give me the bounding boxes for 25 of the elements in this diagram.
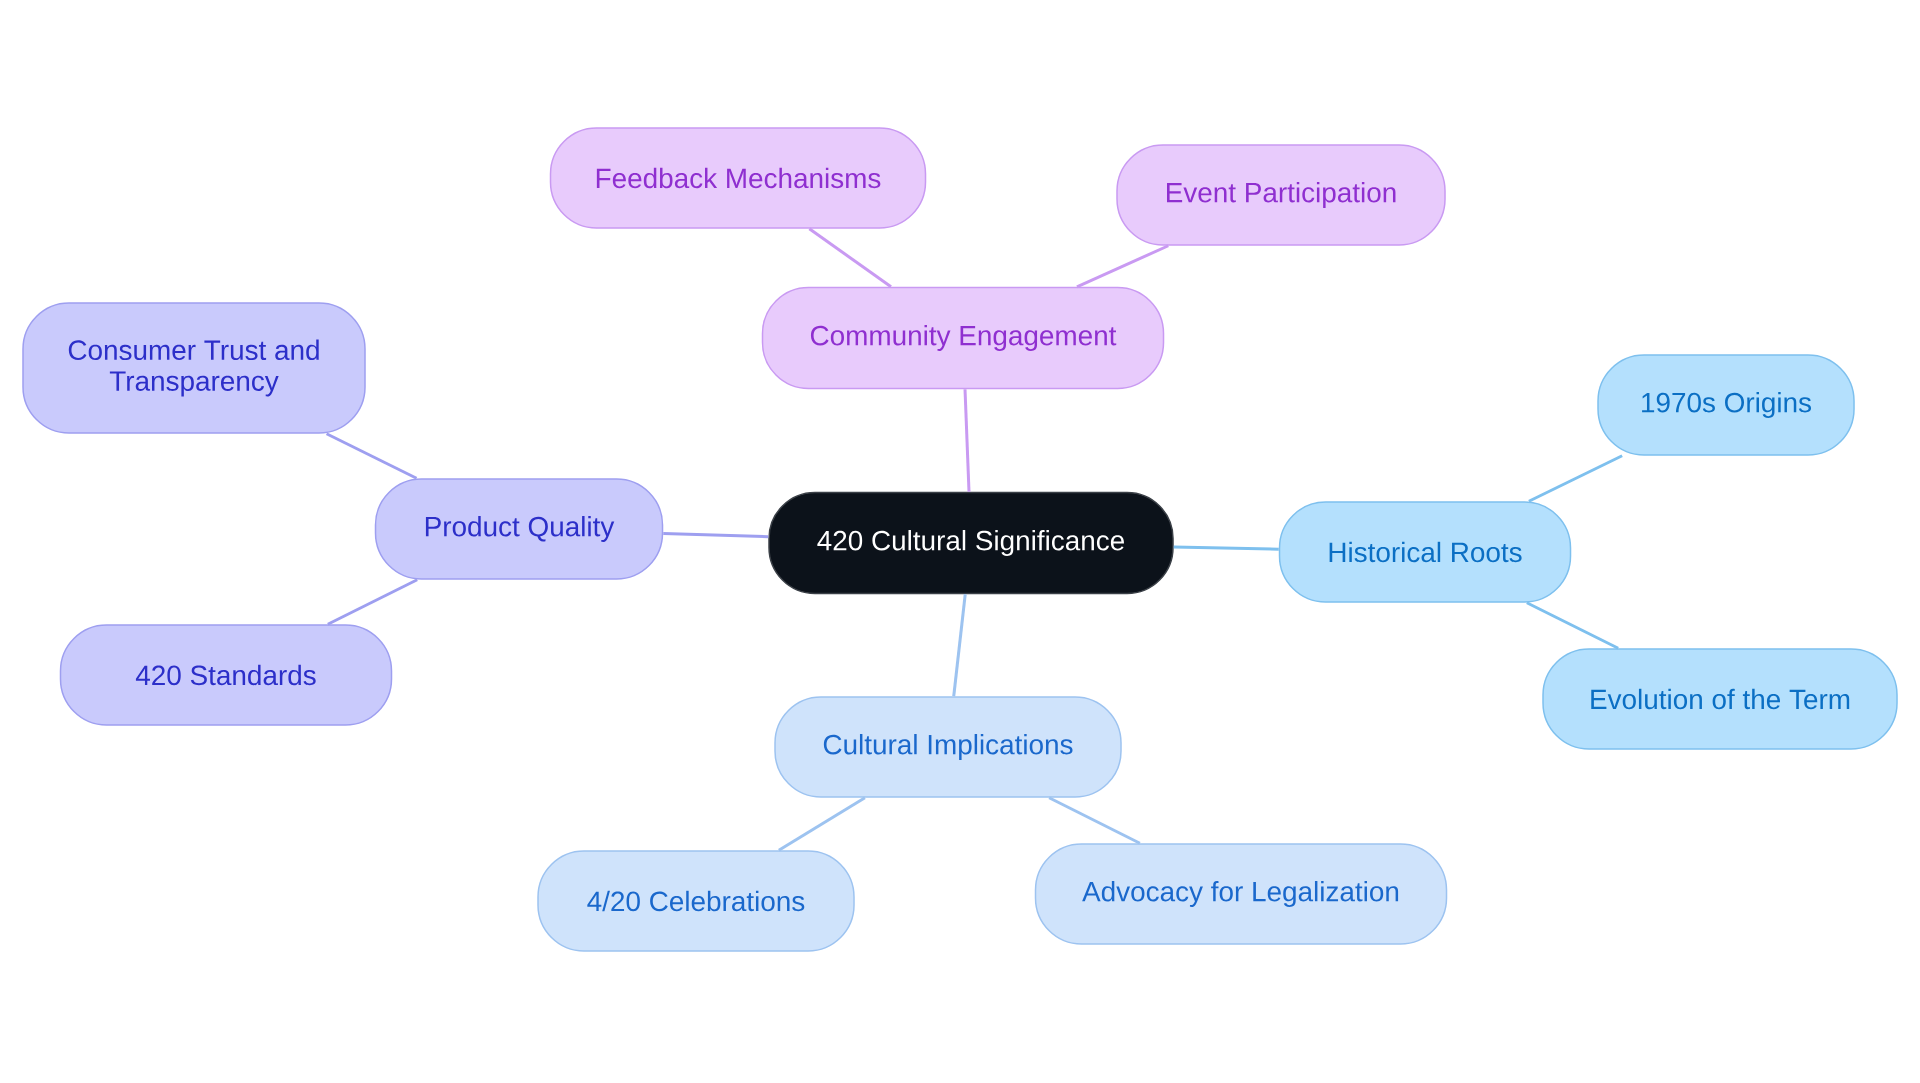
connector-line	[325, 432, 418, 480]
subtopic: 1970s Origins	[1597, 354, 1855, 456]
branch-topic: Product Quality	[374, 478, 664, 580]
subtopic: Event Participation	[1116, 144, 1446, 246]
subtopic: 420 Standards	[59, 624, 393, 726]
subtopic: Evolution of the Term	[1542, 648, 1898, 750]
connector-line	[1528, 454, 1623, 503]
connector-line	[808, 227, 892, 288]
subtopic: Feedback Mechanisms	[549, 127, 927, 229]
connector-line	[663, 531, 769, 539]
subtopic: Advocacy for Legalization	[1034, 843, 1448, 945]
connector-line	[1076, 244, 1169, 289]
branch-topic: Historical Roots	[1278, 501, 1572, 603]
connector-line	[1526, 601, 1619, 650]
central-topic: 420 Cultural Significance	[768, 491, 1174, 595]
branch-topic: Community Engagement	[761, 286, 1165, 390]
connector-line	[1173, 545, 1279, 551]
connector-line	[327, 578, 418, 626]
subtopic: 4/20 Celebrations	[537, 850, 855, 952]
connector-line	[963, 389, 971, 492]
branch-topic: Cultural Implications	[774, 696, 1122, 798]
connector-line	[778, 796, 866, 852]
connector-line	[1048, 796, 1141, 845]
subtopic: Consumer Trust and Transparency	[22, 302, 366, 434]
connector-line	[952, 594, 967, 697]
